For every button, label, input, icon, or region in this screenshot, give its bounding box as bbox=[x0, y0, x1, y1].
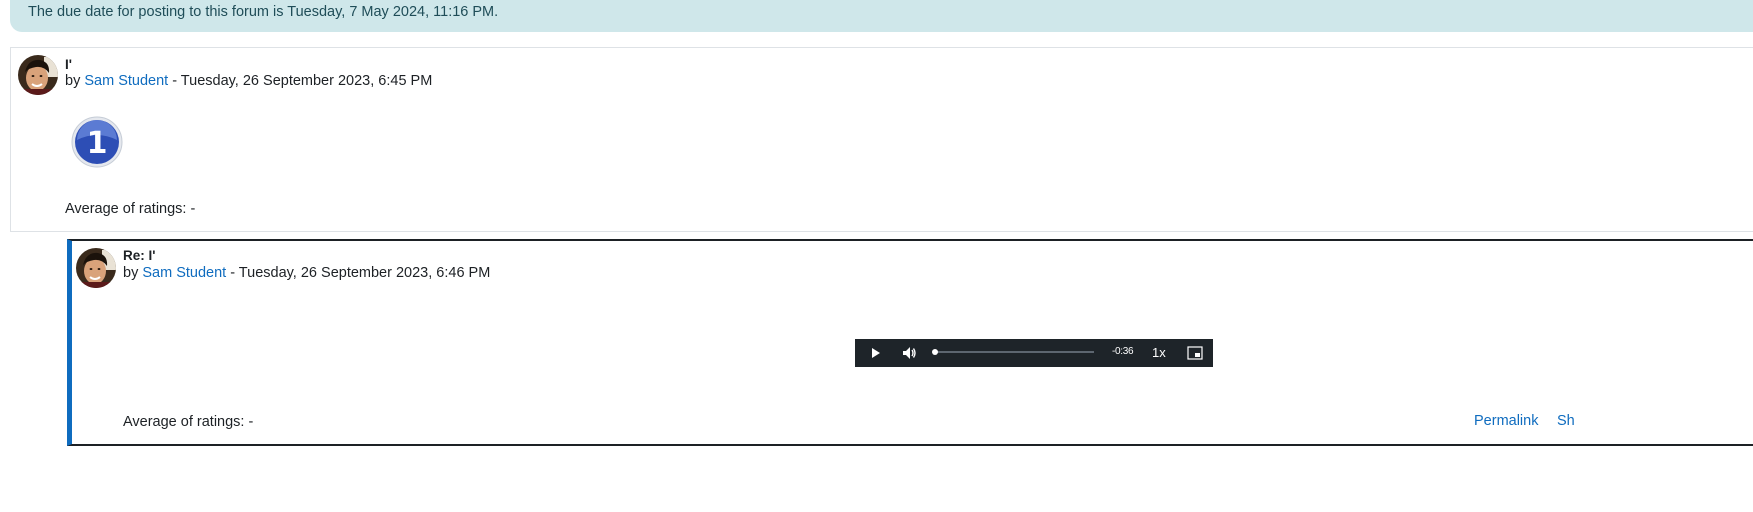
picture-in-picture-icon[interactable] bbox=[1187, 346, 1203, 364]
forum-reply-post: Re: I' by Sam Student - Tuesday, 26 Sept… bbox=[67, 239, 1753, 446]
user-avatar[interactable] bbox=[18, 55, 58, 95]
seek-bar[interactable] bbox=[934, 351, 1094, 353]
number-one-badge-icon: 1 bbox=[71, 116, 123, 168]
by-label: by bbox=[65, 73, 81, 89]
badge-number: 1 bbox=[87, 126, 108, 161]
post-date: - Tuesday, 26 September 2023, 6:46 PM bbox=[226, 265, 491, 281]
play-icon[interactable] bbox=[869, 346, 883, 364]
author-link[interactable]: Sam Student bbox=[84, 73, 169, 89]
author-link[interactable]: Sam Student bbox=[142, 265, 227, 281]
show-parent-link[interactable]: Sh bbox=[1557, 413, 1575, 429]
seek-handle[interactable] bbox=[932, 349, 938, 355]
remaining-time: -0:36 bbox=[1112, 346, 1134, 357]
post-subject: I' bbox=[65, 57, 72, 72]
forum-post: I' by Sam Student - Tuesday, 26 Septembe… bbox=[10, 47, 1753, 232]
average-rating: Average of ratings: - bbox=[123, 414, 254, 430]
post-byline: by Sam Student - Tuesday, 26 September 2… bbox=[65, 73, 432, 89]
forum-due-date-notice: The due date for posting to this forum i… bbox=[10, 0, 1753, 32]
notice-text: The due date for posting to this forum i… bbox=[28, 4, 499, 20]
playback-rate-button[interactable]: 1x bbox=[1152, 345, 1166, 360]
audio-player: -0:36 1x bbox=[855, 339, 1213, 367]
permalink-link[interactable]: Permalink bbox=[1474, 413, 1539, 429]
volume-icon[interactable] bbox=[901, 345, 917, 365]
post-byline: by Sam Student - Tuesday, 26 September 2… bbox=[123, 265, 490, 281]
by-label: by bbox=[123, 265, 139, 281]
user-avatar[interactable] bbox=[76, 248, 116, 288]
post-subject: Re: I' bbox=[123, 248, 156, 263]
post-date: - Tuesday, 26 September 2023, 6:45 PM bbox=[168, 73, 433, 89]
average-rating: Average of ratings: - bbox=[65, 201, 196, 217]
